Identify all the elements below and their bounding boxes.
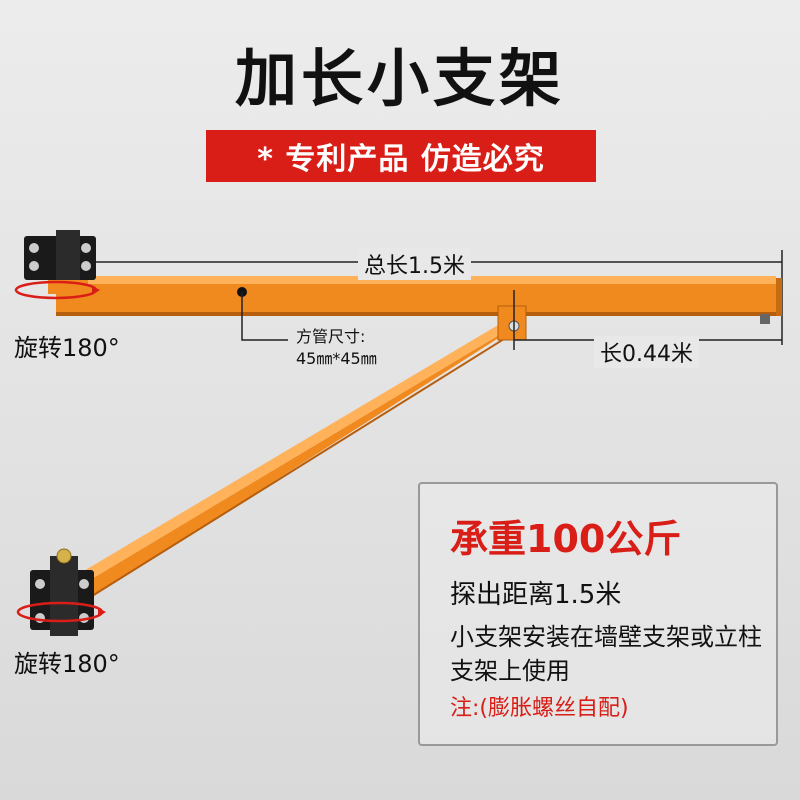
short-length-label: 长0.44米 xyxy=(594,336,699,368)
installation-note: 注:(膨胀螺丝自配) xyxy=(450,696,629,721)
top-mount-bracket xyxy=(14,230,100,300)
usage-description: 小支架安装在墙壁支架或立柱支架上使用 xyxy=(450,623,762,685)
product-title: 加长小支架 xyxy=(234,42,565,115)
patent-badge: * 专利产品 仿造必究 xyxy=(206,130,596,182)
tube-size-line2: 45㎜*45㎜ xyxy=(296,349,377,368)
tube-size-label: 方管尺寸: 45㎜*45㎜ xyxy=(296,326,377,370)
rotate-label-bottom: 旋转180° xyxy=(14,650,120,678)
tube-size-line1: 方管尺寸: xyxy=(296,327,366,346)
total-length-label: 总长1.5米 xyxy=(358,248,471,280)
horizontal-arm xyxy=(56,276,782,324)
spec-info-box: 承重100公斤 探出距离1.5米 小支架安装在墙壁支架或立柱支架上使用 注:(膨… xyxy=(418,482,778,746)
reach-distance: 探出距离1.5米 xyxy=(450,580,622,610)
diagonal-brace xyxy=(72,312,524,610)
bottom-mount-bracket xyxy=(16,548,106,636)
load-capacity: 承重100公斤 xyxy=(450,517,682,561)
tube-size-pointer xyxy=(237,287,288,341)
rotate-label-top: 旋转180° xyxy=(14,334,120,362)
